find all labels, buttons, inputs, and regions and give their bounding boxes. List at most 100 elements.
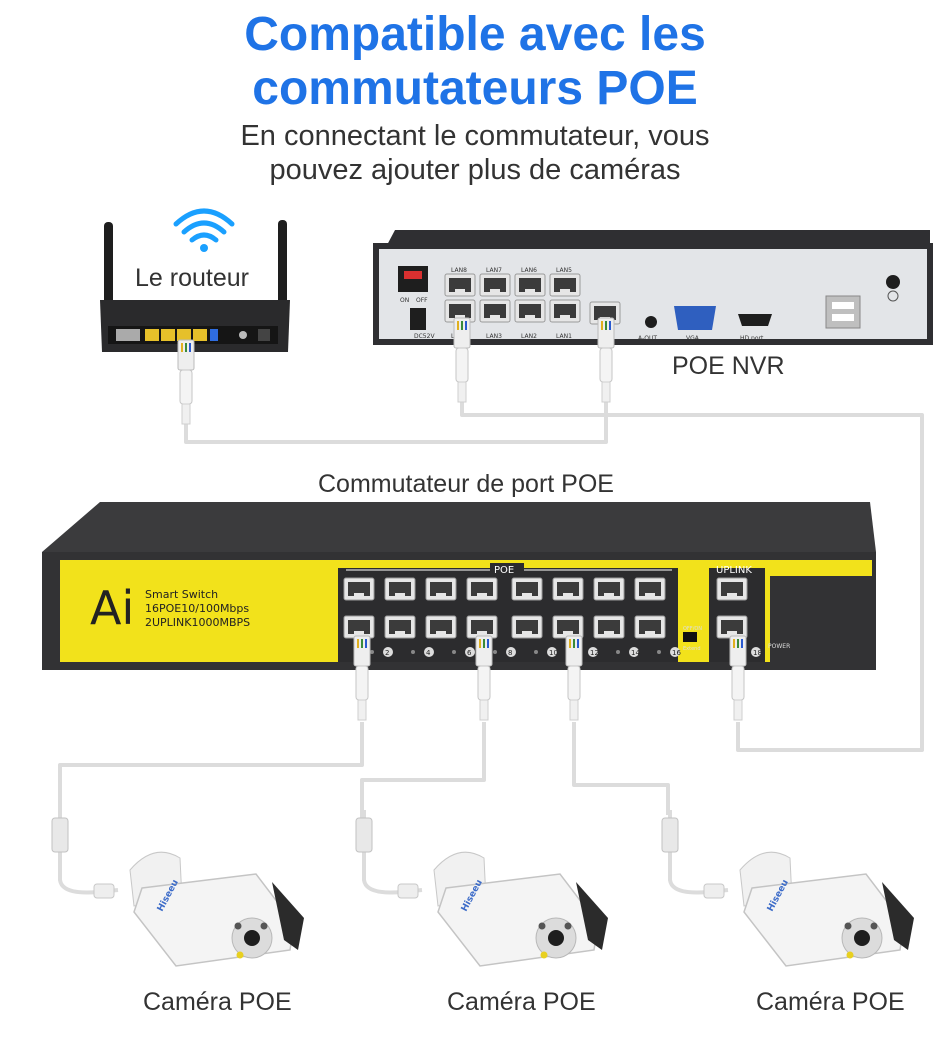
camera-1: Hiseeu — [51, 810, 304, 967]
nvr-usb-ports — [825, 295, 861, 329]
port-led — [411, 650, 415, 654]
switch-poe-port — [511, 577, 543, 601]
switch-poe-port — [552, 577, 584, 601]
switch-uplink-port — [716, 577, 748, 601]
cable-router-to-nvr — [184, 358, 608, 444]
switch-port-number: 10 — [549, 649, 558, 657]
poe-switch: Ai Smart Switch 16POE10/100Mbps 2UPLINK1… — [42, 502, 876, 670]
nvr-audio-out — [645, 316, 657, 328]
nvr-ground-icon — [886, 275, 900, 289]
nvr-aout-label: A-OUT — [638, 335, 657, 342]
subtitle-line1: En connectant le commutateur, vous — [240, 120, 710, 152]
switch-poe-port — [634, 577, 666, 601]
port-led — [534, 650, 538, 654]
switch-poe-port — [511, 615, 543, 639]
camera-lens — [854, 930, 870, 946]
port-led — [657, 650, 661, 654]
nvr-lan-label: LAN3 — [486, 333, 502, 340]
switch-plug-camera3 — [565, 635, 583, 721]
switch-poe-port — [343, 577, 375, 601]
switch-port-number: 18 — [753, 649, 762, 657]
nvr-label: POE NVR — [672, 352, 785, 380]
nvr-hdmi-port — [738, 314, 772, 326]
switch-poe-port — [593, 615, 625, 639]
switch-poe-port — [384, 615, 416, 639]
nvr-lan-port — [479, 273, 511, 297]
switch-port-number: 16 — [672, 649, 681, 657]
nvr-uplink-plug — [597, 317, 615, 403]
camera-2-label: Caméra POE — [447, 988, 596, 1016]
cable-switch-to-camera3 — [572, 722, 670, 815]
router — [100, 208, 290, 352]
nvr-dc-label: DC52V — [414, 333, 435, 340]
port-number-badge — [670, 647, 680, 657]
router-cable-plug — [177, 339, 195, 425]
switch-poe-port — [384, 577, 416, 601]
subtitle-line2: pouvez ajouter plus de caméras — [269, 154, 681, 186]
switch-uplink-port — [716, 615, 748, 639]
port-number-badge — [751, 647, 761, 657]
switch-port-number: 4 — [426, 649, 431, 657]
switch-extend-label: Extend — [683, 646, 701, 652]
poe-nvr: ON OFF DC52V LAN8LAN7LAN6LAN5LAN4LAN3LAN… — [373, 230, 933, 345]
port-number-badge — [629, 647, 639, 657]
camera-1-label: Caméra POE — [143, 988, 292, 1016]
switch-plug-camera1 — [353, 635, 371, 721]
nvr-vga-port — [674, 306, 716, 330]
nvr-lan-label: LAN7 — [486, 267, 502, 274]
switch-line1: Smart Switch — [145, 588, 218, 601]
switch-poe-port — [634, 615, 666, 639]
camera-connector — [661, 817, 679, 853]
nvr-lan-label: LAN8 — [451, 267, 467, 274]
switch-label: Commutateur de port POE — [318, 470, 614, 498]
camera-lens — [244, 930, 260, 946]
port-number-badge — [465, 647, 475, 657]
nvr-lan-label: LAN6 — [521, 267, 537, 274]
nvr-lan-port — [549, 299, 581, 323]
port-led — [616, 650, 620, 654]
cable-nvr-to-switch-uplink — [460, 400, 924, 752]
switch-port-number: 6 — [467, 649, 472, 657]
nvr-lan-port — [444, 273, 476, 297]
switch-port-number: 12 — [590, 649, 599, 657]
nvr-lan-plug — [453, 317, 471, 403]
page-title-line2: commutateurs POE — [252, 62, 698, 115]
nvr-lan-port — [479, 299, 511, 323]
cable-switch-to-camera1 — [58, 722, 364, 815]
port-number-badge — [588, 647, 598, 657]
switch-line3: 2UPLINK1000MBPS — [145, 616, 250, 629]
camera-body — [437, 873, 599, 967]
page-title-line1: Compatible avec les — [244, 8, 706, 61]
switch-poe-port — [466, 615, 498, 639]
port-led — [370, 650, 374, 654]
switch-poe-port — [343, 615, 375, 639]
switch-poe-port — [593, 577, 625, 601]
nvr-off-label: OFF — [416, 297, 428, 304]
router-antenna-left — [104, 222, 113, 304]
switch-poe-port — [425, 615, 457, 639]
switch-port-number: 2 — [385, 649, 389, 657]
switch-port-number: 8 — [508, 649, 512, 657]
switch-offon-label: OFF/ON — [683, 626, 702, 632]
camera-lens — [548, 930, 564, 946]
switch-poe-port — [552, 615, 584, 639]
switch-uplink-group-label: UPLINK — [716, 565, 752, 576]
port-number-badge — [547, 647, 557, 657]
router-antenna-right — [278, 220, 287, 304]
nvr-hd-label: HD port — [740, 335, 764, 342]
camera-connector — [355, 817, 373, 853]
port-number-badge — [424, 647, 434, 657]
nvr-lan-port — [549, 273, 581, 297]
nvr-lan-label: LAN2 — [521, 333, 537, 340]
port-number-badge — [383, 647, 393, 657]
switch-power-label: POWER — [768, 643, 790, 650]
switch-port-number: 14 — [631, 649, 640, 657]
switch-plug-uplink — [729, 635, 747, 721]
camera-2: Hiseeu — [355, 810, 608, 967]
port-number-badge — [506, 647, 516, 657]
camera-body — [743, 873, 905, 967]
nvr-on-label: ON — [400, 297, 409, 304]
nvr-lan-label: LAN5 — [556, 267, 572, 274]
